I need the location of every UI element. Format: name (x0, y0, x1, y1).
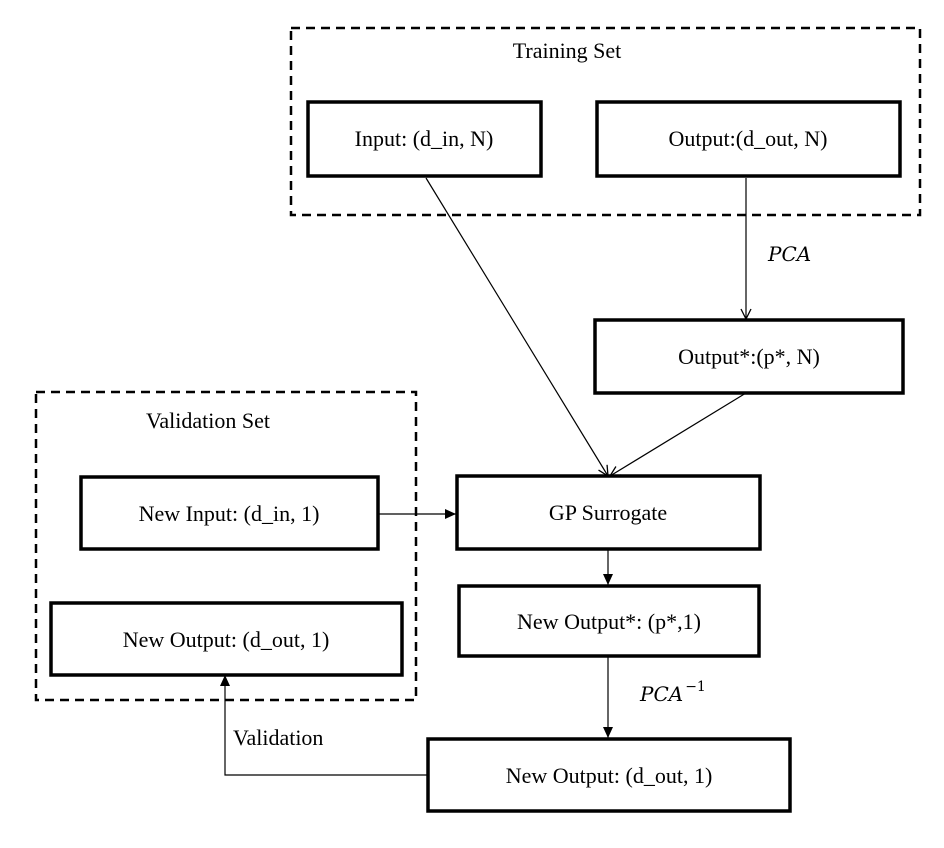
output-label: Output:(d_out, N) (669, 126, 828, 151)
new-output-star-label: New Output*: (p*,1) (517, 609, 701, 634)
new-input-box (79, 475, 380, 551)
input-label: Input: (d_in, N) (355, 126, 494, 151)
output-star-box (593, 318, 905, 395)
edge-input-to-gp (425, 177, 608, 476)
input-box (306, 100, 543, 178)
node-validation-new-output: New Output: (d_out, 1) (49, 601, 404, 677)
edge-validation-link (220, 675, 439, 780)
pca-inverse-superscript: −1 (685, 679, 706, 695)
output-star-label: Output*:(p*, N) (678, 344, 820, 369)
pca-inverse-base: PCA (639, 682, 683, 706)
node-final-new-output: New Output: (d_out, 1) (426, 737, 792, 813)
pca-label: PCA (767, 242, 811, 266)
validation-new-output-box (49, 601, 404, 677)
validation-new-output-label: New Output: (d_out, 1) (123, 627, 330, 652)
new-output-star-box (457, 584, 761, 658)
node-gp-surrogate: GP Surrogate (455, 474, 762, 551)
output-box (595, 100, 902, 178)
edge-output-star-to-gp (610, 392, 747, 476)
validation-set-title: Validation Set (146, 408, 270, 433)
node-new-output-star: New Output*: (p*,1) (457, 584, 761, 658)
training-set-group: Training Set (289, 26, 922, 217)
final-new-output-label: New Output: (d_out, 1) (506, 763, 713, 788)
validation-label: Validation (233, 725, 323, 750)
gp-surrogate-label: GP Surrogate (549, 500, 667, 525)
node-new-input: New Input: (d_in, 1) (79, 475, 380, 551)
gp-surrogate-box (455, 474, 762, 551)
edges (220, 177, 747, 780)
node-output: Output:(d_out, N) (595, 100, 902, 178)
node-input: Input: (d_in, N) (306, 100, 543, 178)
pca-inverse-label: PCA −1 (639, 679, 706, 706)
new-input-label: New Input: (d_in, 1) (139, 501, 320, 526)
training-set-frame (289, 26, 922, 217)
node-output-star: Output*:(p*, N) (593, 318, 905, 395)
final-new-output-box (426, 737, 792, 813)
training-set-title: Training Set (513, 38, 622, 63)
